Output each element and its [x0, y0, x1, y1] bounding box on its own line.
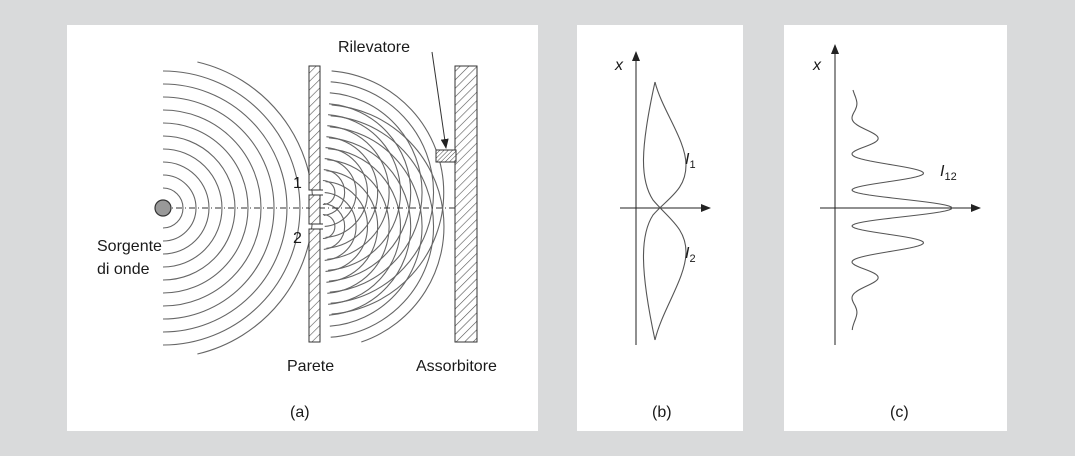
source-label-line2: di onde — [97, 261, 150, 278]
detector-pointer — [431, 51, 449, 149]
slit-wavefront — [329, 126, 423, 327]
slit-wavefront — [322, 213, 336, 240]
slit-wavefront — [330, 81, 435, 304]
curve-i2-label: I2 — [685, 245, 696, 265]
slit-wavefront — [331, 104, 445, 343]
absorber-label: Assorbitore — [416, 358, 497, 375]
source-label-line1: Sorgente — [97, 238, 162, 255]
wall — [308, 65, 323, 343]
source-wavefront — [162, 96, 275, 320]
curve-i1 — [642, 81, 687, 341]
panel-b — [577, 25, 743, 431]
slit-wavefront — [326, 170, 379, 283]
panel-a-diagram: Rilevatore 1 2 Sorgente di onde Parete A… — [97, 39, 497, 421]
slit-wavefront — [331, 70, 445, 315]
panel-a-caption: (a) — [290, 404, 310, 421]
source-wavefront — [162, 187, 184, 229]
panel-b-caption: (b) — [652, 404, 672, 421]
detector — [435, 149, 457, 163]
source-wavefront — [162, 174, 197, 242]
slit-wavefront — [326, 136, 379, 249]
absorber — [454, 65, 478, 343]
slit-2-label: 2 — [293, 230, 302, 247]
slit-wavefront — [328, 137, 412, 316]
curve-i12-label: I12 — [940, 163, 957, 183]
curve-i1-label: I1 — [685, 151, 696, 171]
panel-b-axis-label: x — [614, 57, 624, 74]
slit-wavefront — [323, 203, 346, 250]
curve-i12 — [851, 89, 953, 331]
slit-1-label: 1 — [293, 175, 302, 192]
panel-c-axis-label: x — [812, 57, 822, 74]
slit-wavefronts — [322, 70, 445, 343]
source-wavefront — [162, 161, 210, 255]
slit-wavefront — [324, 158, 357, 227]
source-wavefront — [162, 148, 223, 268]
source-wavefront — [162, 135, 236, 281]
slit-wavefront — [324, 192, 357, 261]
wave-source — [154, 199, 172, 217]
slit-wavefront — [328, 148, 402, 305]
panel-c-caption: (c) — [890, 404, 909, 421]
source-wavefront — [162, 109, 262, 307]
panel-c — [784, 25, 1007, 431]
source-wavefront — [162, 122, 249, 294]
curve-i2 — [642, 81, 687, 341]
wall-label: Parete — [287, 358, 334, 375]
panel-c-diagram: x I12 (c) — [812, 44, 981, 421]
panel-b-diagram: x I1 I2 (b) — [614, 51, 711, 421]
slit-wavefront — [323, 169, 346, 216]
slit-wavefront — [329, 92, 423, 293]
slit-wavefront — [328, 114, 402, 271]
slit-wavefront — [325, 181, 368, 272]
source-wavefront — [162, 70, 301, 346]
detector-label: Rilevatore — [338, 39, 410, 56]
slit-wavefront — [330, 115, 435, 338]
slit-wavefront — [327, 125, 390, 260]
source-wavefront — [162, 83, 288, 333]
slit-wavefront — [327, 159, 390, 294]
slit-wavefront — [328, 103, 412, 282]
